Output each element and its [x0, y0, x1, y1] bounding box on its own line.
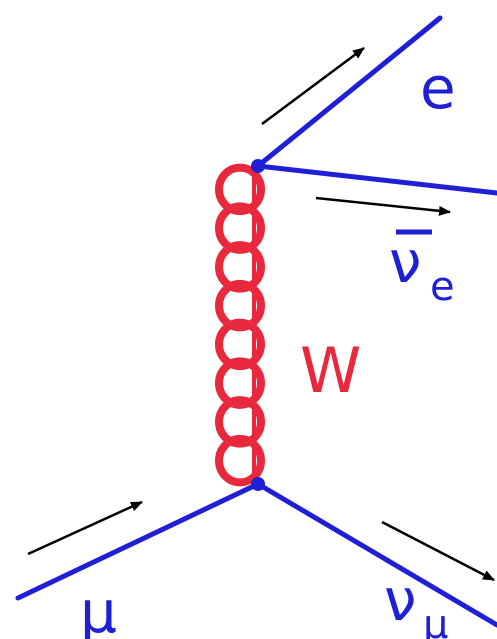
electron-line — [255, 15, 443, 169]
electron-antineutrino-label: ν — [389, 228, 421, 296]
boson-loop — [215, 318, 265, 371]
boson-loop — [215, 163, 265, 216]
w-boson-propagator — [215, 163, 265, 487]
boson-loop — [215, 202, 265, 254]
muon-neutrino-label: ν — [384, 566, 416, 634]
muon-momentum-arrow — [27, 500, 143, 556]
boson-loop — [215, 279, 265, 332]
electron-antineutrino-line — [255, 163, 497, 196]
muon-label: μ — [80, 578, 117, 639]
antineutrino-momentum-arrow — [315, 196, 451, 216]
muon-neutrino-momentum-arrow — [381, 520, 495, 582]
w-boson-label: W — [300, 334, 361, 407]
muon-neutrino-line — [255, 481, 497, 628]
boson-loop — [215, 434, 265, 487]
boson-loop — [215, 396, 265, 448]
electron-label: e — [420, 54, 456, 122]
electron-momentum-arrow — [261, 46, 365, 126]
electron-antineutrino-subscript: e — [430, 264, 455, 310]
lower-vertex — [251, 477, 265, 491]
upper-vertex — [251, 159, 265, 173]
boson-loop — [215, 241, 265, 293]
muon-neutrino-subscript: μ — [423, 602, 448, 639]
boson-loop — [215, 357, 265, 409]
muon-line — [15, 481, 261, 601]
